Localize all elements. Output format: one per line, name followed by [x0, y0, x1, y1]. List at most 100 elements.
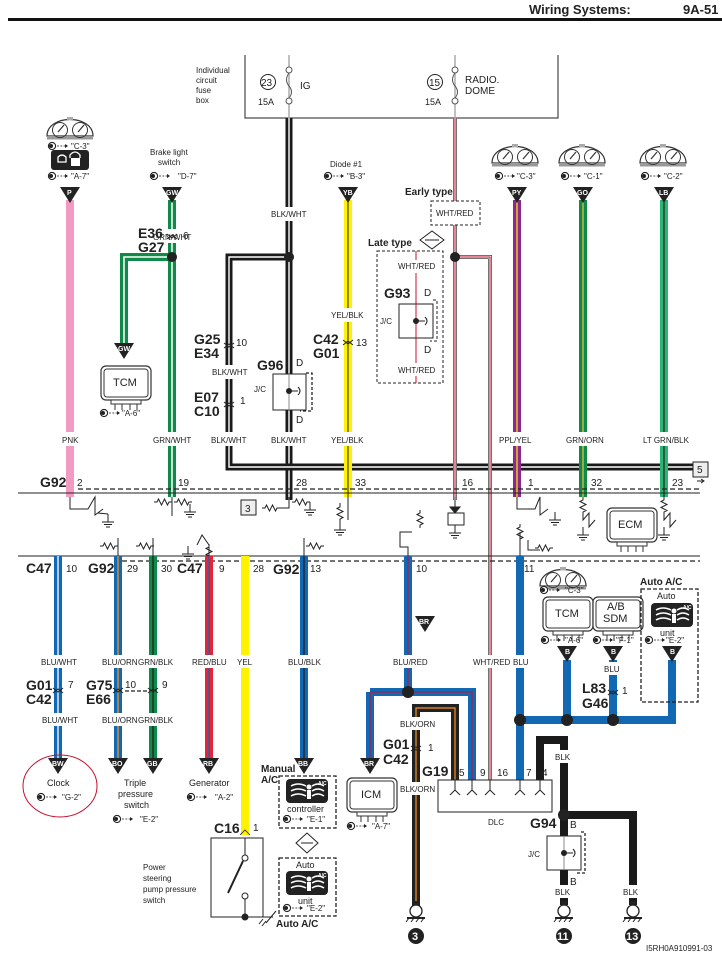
wire-label-red-blu: RED/BLU [192, 658, 227, 667]
triple-pressure-switch: BO GB Triple pressure switch "E-2" [108, 758, 163, 824]
svg-text:G94: G94 [530, 815, 557, 831]
svg-text:28: 28 [296, 478, 308, 489]
fuse-box-label-2: circuit [196, 76, 218, 85]
svg-text:B: B [570, 820, 577, 831]
manual-ac-controller: BB Manual A/C controller "E-1" [261, 758, 337, 854]
wire-label-blk-orn-2: BLK/ORN [400, 785, 435, 794]
eye-icon [36, 792, 58, 802]
junction-connector-g96: G96 D D J/C [254, 357, 313, 426]
wire-label-yel-blk: YEL/BLK [331, 436, 364, 445]
svg-text:DLC: DLC [488, 818, 504, 827]
svg-text:D: D [296, 358, 303, 369]
wire-blk [536, 736, 637, 905]
eye-icon [99, 408, 121, 418]
svg-text:Auto A/C: Auto A/C [276, 919, 318, 930]
svg-text:"A-6": "A-6" [565, 636, 583, 645]
fuse-15: 15 15A RADIO. DOME [425, 55, 499, 118]
wire-label-grn-blk-2: GRN/BLK [138, 716, 174, 725]
header-title: Wiring Systems: [529, 2, 631, 17]
svg-text:pump pressure: pump pressure [143, 885, 197, 894]
svg-text:Auto: Auto [296, 860, 315, 870]
svg-text:28: 28 [253, 564, 265, 575]
svg-text:G01: G01 [383, 736, 410, 752]
svg-text:4: 4 [542, 768, 548, 779]
svg-text:BR: BR [364, 761, 374, 768]
svg-text:"A-7": "A-7" [372, 822, 390, 831]
svg-text:steering: steering [143, 874, 171, 883]
svg-text:Brake light: Brake light [150, 148, 189, 157]
diode-1: Diode #1 "B-3" YB [323, 160, 365, 203]
svg-text:WHT/RED: WHT/RED [436, 209, 474, 218]
combination-meter-bottom: "C-3" [539, 566, 587, 595]
page-ref-3[interactable] [240, 499, 257, 516]
fuse-number: 23 [261, 78, 273, 89]
fuse-rating: 15A [258, 97, 274, 107]
fuse-box: Individual circuit fuse box 23 15A IG 15… [196, 55, 559, 119]
svg-text:7: 7 [68, 680, 74, 691]
svg-text:B: B [565, 649, 570, 656]
svg-text:TCM: TCM [555, 608, 579, 620]
svg-text:A/C: A/C [261, 775, 278, 786]
svg-text:"A-2": "A-2" [215, 793, 233, 802]
svg-text:Triple: Triple [124, 778, 146, 788]
fuse-number: 15 [429, 78, 441, 89]
tcm-bottom: TCM "A-6" B [540, 596, 594, 662]
ecm-module: ECM [606, 507, 658, 553]
svg-text:"F-1": "F-1" [616, 636, 634, 645]
combination-meter-py: "C-3" PY [491, 143, 539, 203]
svg-text:5: 5 [459, 768, 465, 779]
highlight-circle [22, 754, 98, 818]
ab-sdm-module: A/B SDM "F-1" B [592, 596, 644, 662]
svg-text:G92: G92 [273, 561, 300, 577]
svg-text:11: 11 [524, 564, 535, 575]
svg-text:B: B [670, 649, 675, 656]
eye-icon [186, 792, 208, 802]
svg-text:GO: GO [577, 190, 588, 197]
combination-meter-lb: "C-2" LB [639, 143, 687, 203]
wire-blk-orn [412, 704, 459, 907]
fuse-box-label-4: box [196, 96, 209, 105]
svg-text:switch: switch [143, 896, 165, 905]
svg-text:"C-2": "C-2" [664, 172, 683, 181]
svg-text:30: 30 [161, 564, 173, 575]
page-ref-5[interactable] [692, 461, 709, 478]
wire-label-blu-red: BLU/RED [393, 658, 428, 667]
header-rule [8, 18, 722, 21]
svg-text:5: 5 [697, 465, 703, 476]
svg-text:G46: G46 [582, 695, 609, 711]
svg-text:G96: G96 [257, 357, 284, 373]
svg-text:GW: GW [166, 190, 178, 197]
wire-label-ppl-yel: PPL/YEL [499, 436, 532, 445]
svg-text:33: 33 [355, 478, 367, 489]
ac-icon [285, 778, 329, 804]
svg-text:Diode #1: Diode #1 [330, 160, 363, 169]
svg-text:"C-3": "C-3" [565, 586, 584, 595]
svg-text:"E-1": "E-1" [307, 815, 325, 824]
ground-11: 11 [553, 900, 574, 944]
dlc-connector: G19 5 9 16 7 4 DLC [422, 763, 553, 827]
svg-text:23: 23 [672, 478, 684, 489]
eye-icon [47, 171, 69, 181]
junction-connector-g94: G94 B J/C B [528, 815, 586, 888]
eye-icon [346, 821, 368, 831]
svg-text:"A-7": "A-7" [71, 172, 89, 181]
svg-text:2: 2 [77, 478, 83, 489]
combination-meter-go: "C-1" GO [558, 143, 606, 203]
svg-text:Power: Power [143, 863, 166, 872]
power-steering-pressure-switch: C16 1 Power steering pump pressure switc… [143, 820, 277, 927]
svg-text:G92: G92 [88, 560, 115, 576]
ground-13: 13 [622, 900, 643, 944]
svg-text:unit: unit [660, 628, 675, 638]
svg-text:G01: G01 [313, 345, 340, 361]
svg-text:GB: GB [147, 761, 158, 768]
ac-icon [285, 870, 329, 896]
wire-label-blk-wht: BLK/WHT [211, 436, 247, 445]
eye-icon [640, 171, 662, 181]
eye-icon [47, 141, 69, 151]
svg-text:J/C: J/C [380, 317, 392, 326]
svg-text:7: 7 [526, 768, 532, 779]
auto-ac-unit-left: Auto unit "E-2" Auto A/C [276, 857, 337, 930]
ground-3: 3 [405, 900, 426, 944]
combination-meter-left: "C-3" "A-7" P [46, 116, 94, 203]
wire-blu-red [366, 556, 476, 780]
